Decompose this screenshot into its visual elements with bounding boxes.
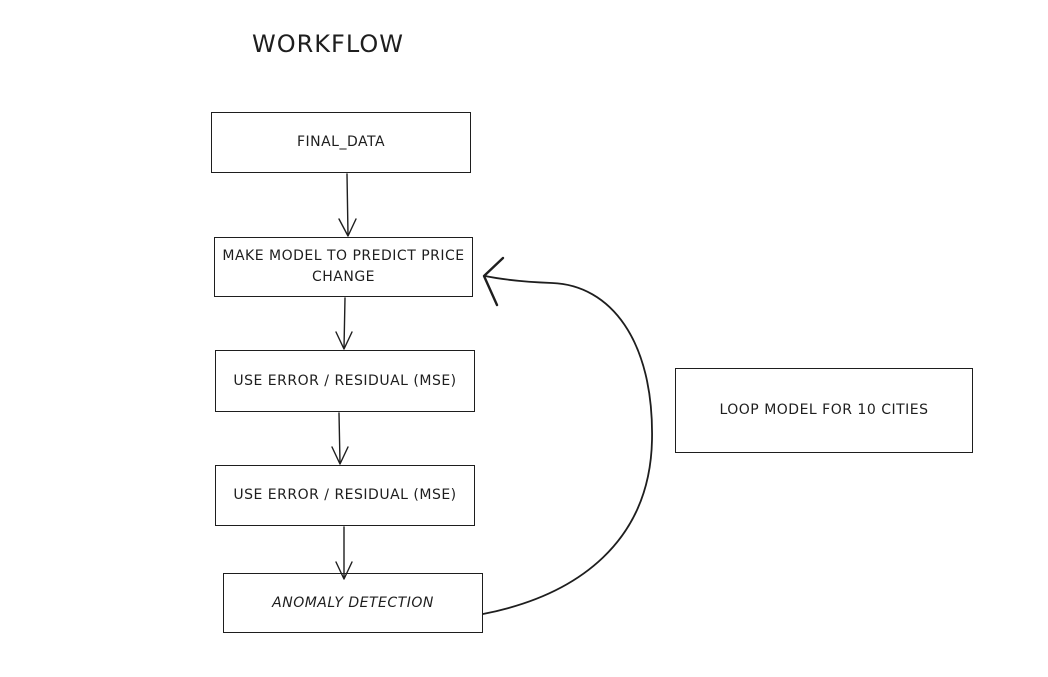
node-anomaly-detection: ANOMALY DETECTION (223, 573, 483, 633)
edge-error1-to-error2 (338, 412, 341, 464)
edge-error2-to-anomaly-arrowhead (335, 561, 353, 580)
node-loop-model: LOOP MODEL FOR 10 CITIES (675, 368, 973, 453)
edge-model-to-error1 (343, 297, 346, 349)
node-use-error-2-label: USE ERROR / RESIDUAL (MSE) (233, 487, 457, 503)
node-final-data: FINAL_DATA (211, 112, 471, 173)
edge-error1-to-error2-arrowhead (331, 446, 349, 465)
node-use-error-1-label: USE ERROR / RESIDUAL (MSE) (233, 372, 457, 389)
node-make-model: MAKE MODEL TO PREDICT PRICE CHANGE (214, 237, 473, 297)
node-use-error-1: USE ERROR / RESIDUAL (MSE) (215, 350, 475, 412)
node-anomaly-detection-label: ANOMALY DETECTION (272, 594, 434, 611)
edge-final-to-model-arrowhead (338, 218, 357, 237)
node-final-data-label: FINAL_DATA (296, 134, 386, 150)
node-loop-model-label: LOOP MODEL FOR 10 CITIES (719, 402, 929, 418)
node-make-model-label: MAKE MODEL TO PREDICT PRICE CHANGE (222, 248, 465, 285)
edge-final-to-model (346, 173, 349, 236)
edge-anomaly-to-model-loop (482, 275, 653, 615)
edge-model-to-error1-arrowhead (335, 331, 353, 350)
node-use-error-2: USE ERROR / RESIDUAL (MSE) (215, 465, 475, 526)
diagram-title: WORKFLOW (252, 30, 404, 58)
edge-anomaly-to-model-loop-arrowhead (482, 256, 505, 307)
